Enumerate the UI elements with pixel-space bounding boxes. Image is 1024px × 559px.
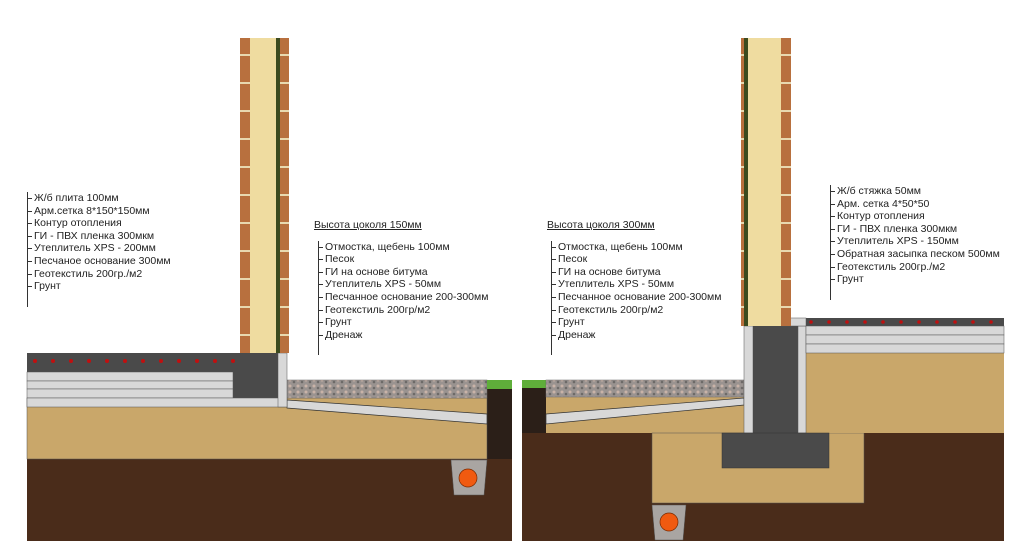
- soil: [27, 459, 512, 541]
- slab-edge: [233, 353, 278, 398]
- legend-item: Обратная засыпка песком 500мм: [831, 247, 1000, 260]
- gravel-blind-area: [286, 379, 488, 399]
- legend-item: Грунт: [318, 316, 488, 329]
- legend-item: Утеплитель XPS - 200мм: [28, 242, 171, 255]
- sand-base: [26, 397, 488, 460]
- legend-item: Грунт: [831, 273, 1000, 286]
- legend-item: Отмостка, щебень 100мм: [318, 241, 488, 254]
- xps-3: [26, 388, 234, 399]
- xps-inner: [797, 325, 807, 434]
- xps-2: [26, 380, 234, 390]
- legend-item: Ж/б стяжка 50мм: [831, 185, 1000, 198]
- legend-item: Грунт: [551, 316, 721, 329]
- heating-pipes: [809, 320, 993, 324]
- legend-item: ГИ на основе битума: [318, 266, 488, 279]
- heating-pipes: [33, 359, 235, 363]
- legend-item: ГИ - ПВХ пленка 300мкм: [28, 230, 171, 243]
- legend-item: Геотекстиль 200гр./м2: [831, 261, 1000, 274]
- legend-item: Песок: [318, 253, 488, 266]
- legend-item: Утеплитель XPS - 50мм: [551, 278, 721, 291]
- legend-item: Геотекстиль 200гр./м2: [28, 268, 171, 281]
- sand-backfill: [806, 353, 1004, 433]
- right-floor-legend: Ж/б стяжка 50мм Арм. сетка 4*50*50 Конту…: [830, 185, 1000, 300]
- legend-item: Арм.сетка 8*150*150мм: [28, 205, 171, 218]
- footing: [721, 432, 830, 469]
- legend-item: Грунт: [28, 280, 171, 293]
- right-section: [522, 38, 1005, 541]
- xps-bottom: [26, 397, 288, 408]
- legend-item: Песчанное основание 200-300мм: [318, 290, 489, 303]
- left-section: [26, 38, 512, 541]
- soil-edge: [522, 388, 546, 433]
- xps-1: [26, 371, 234, 382]
- legend-item: Дренаж: [318, 329, 488, 342]
- foundation-wall: [753, 326, 798, 433]
- legend-item: Песчанное основание 200-300мм: [551, 290, 722, 303]
- screed: [806, 318, 1004, 326]
- right-outside-legend: Высота цоколя 300мм Отмостка, щебень 100…: [547, 219, 722, 356]
- grass: [522, 380, 546, 388]
- left-outside-legend: Высота цоколя 150мм Отмостка, щебень 100…: [314, 219, 489, 356]
- legend-item: Геотекстиль 200гр/м2: [551, 304, 721, 317]
- drain-pipe: [659, 512, 679, 532]
- legend-item: Дренаж: [551, 329, 721, 342]
- legend-item: ГИ на основе битума: [551, 266, 721, 279]
- legend-item: Арм. сетка 4*50*50: [831, 198, 1000, 211]
- legend-item: Утеплитель XPS - 150мм: [831, 235, 1000, 248]
- legend-item: Контур отопления: [831, 210, 1000, 223]
- xps-3: [805, 343, 1005, 354]
- drain-pipe: [458, 468, 478, 488]
- legend-item: Ж/б плита 100мм: [28, 192, 171, 205]
- plinth-height-title: Высота цоколя 150мм: [314, 219, 422, 231]
- legend-item: ГИ - ПВХ пленка 300мкм: [831, 223, 1000, 236]
- xps-2: [805, 334, 1005, 345]
- xps-1: [805, 325, 1005, 336]
- legend-item: Контур отопления: [28, 217, 171, 230]
- plinth-height-title: Высота цоколя 300мм: [547, 219, 655, 231]
- wall: [741, 38, 791, 326]
- legend-item: Песок: [551, 253, 721, 266]
- grass: [487, 380, 512, 389]
- left-floor-legend: Ж/б плита 100мм Арм.сетка 8*150*150мм Ко…: [27, 192, 171, 307]
- slab: [27, 353, 278, 372]
- legend-item: Геотекстиль 200гр/м2: [318, 304, 488, 317]
- legend-item: Утеплитель XPS - 50мм: [318, 278, 488, 291]
- wall: [240, 38, 289, 353]
- xps-vertical: [277, 352, 288, 408]
- soil-edge: [487, 389, 512, 459]
- gravel-blind-area: [545, 379, 745, 398]
- legend-item: Отмостка, щебень 100мм: [551, 241, 721, 254]
- legend-item: Песчаное основание 300мм: [28, 254, 171, 267]
- xps-outer: [743, 325, 754, 434]
